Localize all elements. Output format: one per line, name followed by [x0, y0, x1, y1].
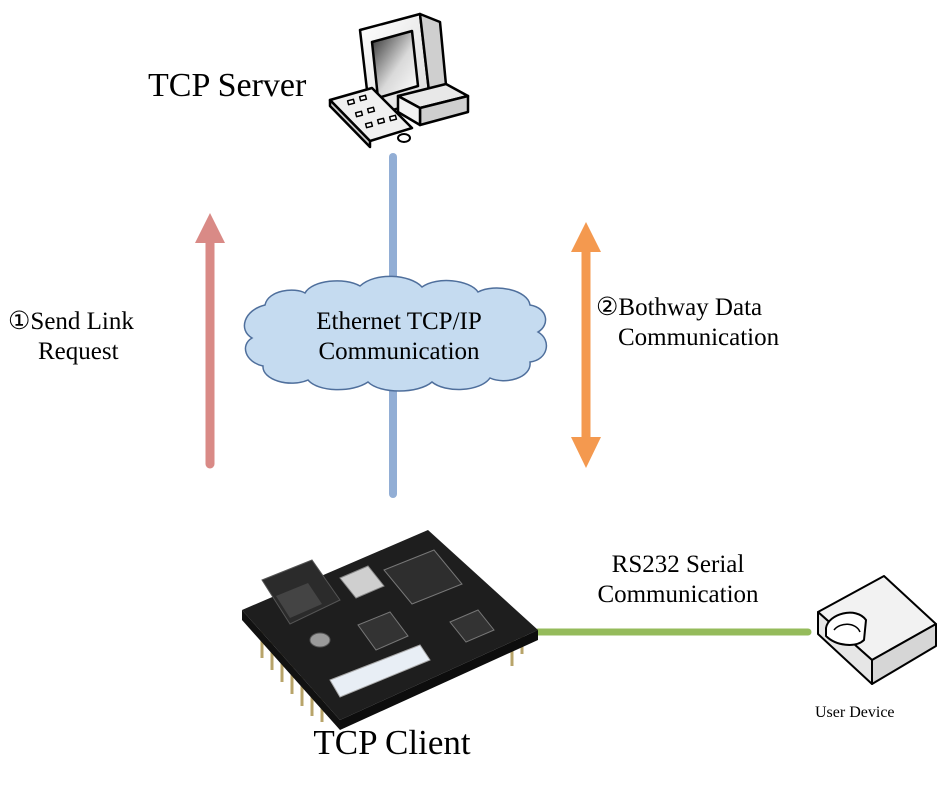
network-label: Ethernet TCP/IP Communication [256, 307, 542, 367]
ethernet-cloud [243, 275, 548, 392]
user-device-icon [817, 575, 937, 685]
link-request-arrow [195, 213, 225, 469]
serial-label: RS232 Serial Communication [572, 550, 784, 610]
bothway-data-arrow [571, 222, 601, 468]
serial-line1: RS232 Serial [611, 551, 745, 578]
client-title: TCP Client [313, 723, 471, 762]
serial-ethernet-module [242, 530, 538, 730]
user-device-label: User Device [815, 704, 895, 721]
desktop-computer-icon [328, 12, 470, 149]
serial-line2: Communication [597, 581, 759, 608]
network-line2: Communication [318, 338, 480, 365]
link-request-label: ①Send Link Request [8, 307, 134, 367]
network-line1: Ethernet TCP/IP [316, 308, 482, 335]
server-title: TCP Server [148, 67, 307, 104]
bothway-line2: Communication [618, 324, 780, 351]
bothway-line1: ②Bothway Data [596, 294, 763, 321]
bothway-data-label: ②Bothway Data Communication [596, 293, 779, 353]
link-request-line1: ①Send Link [8, 308, 134, 335]
link-request-line2: Request [38, 338, 119, 365]
